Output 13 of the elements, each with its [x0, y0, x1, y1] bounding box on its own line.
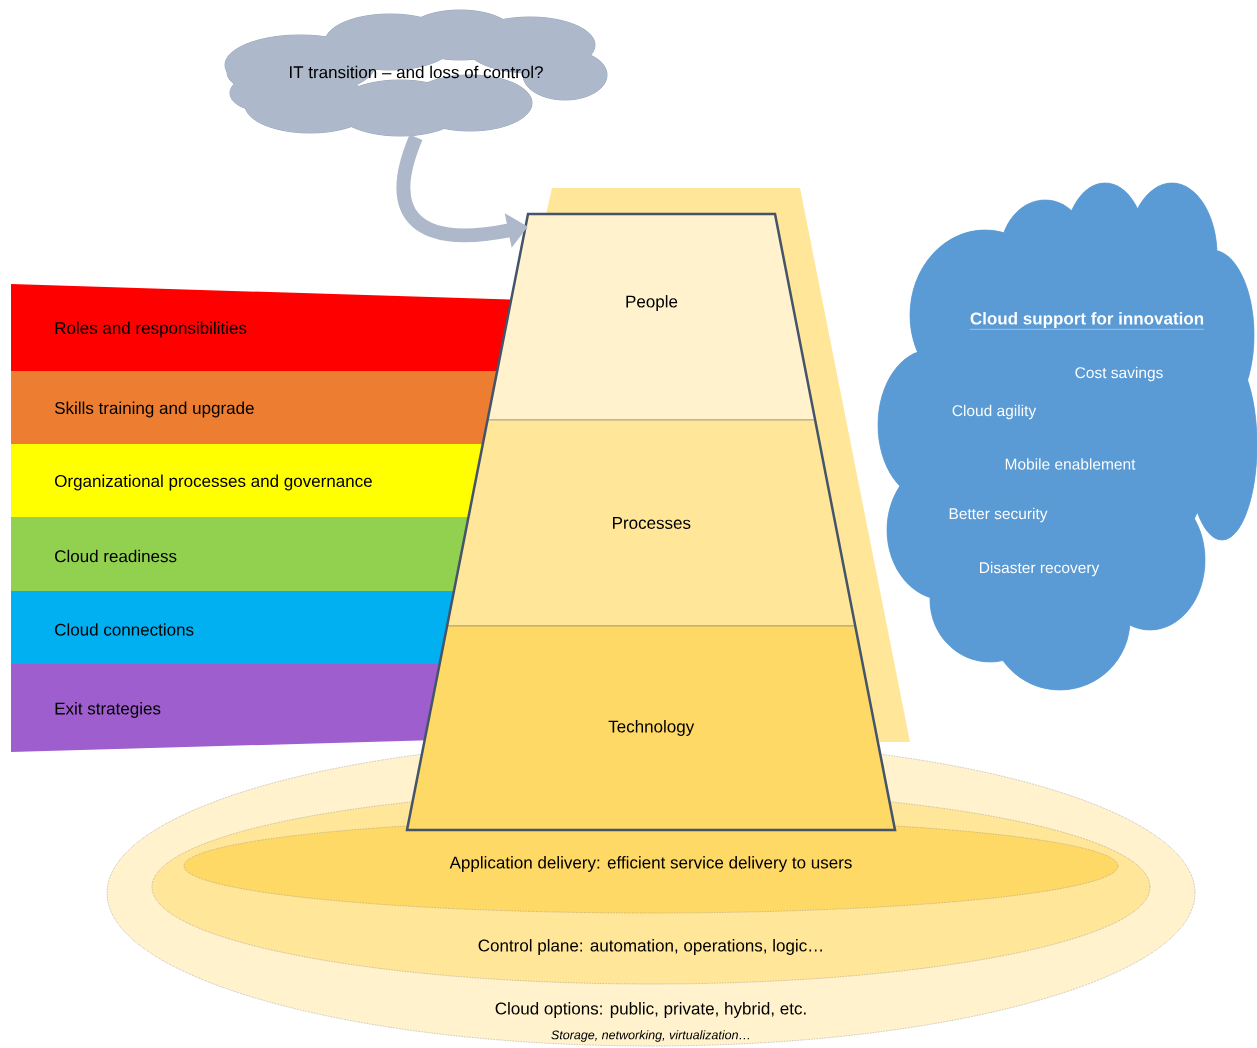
pyramid-layer: People	[487, 213, 816, 421]
pyramid-layer: Technology	[406, 625, 896, 831]
layer-label: Cloud options: public, private, hybrid, etc.	[495, 1002, 806, 1018]
color-band: Cloud readiness	[11, 517, 481, 591]
color-band: Skills training and upgrade	[11, 371, 510, 444]
layer-label: Control plane: automation, operations, logic…	[478, 939, 822, 955]
color-band: Exit strategies	[11, 664, 452, 752]
color-band: Organizational processes and governance	[11, 444, 495, 517]
layer-label: Storage, networking, virtualization…	[551, 1030, 750, 1042]
color-band: Cloud connections	[11, 591, 466, 664]
layer-label: Application delivery: efficient service delivery to users	[449, 856, 852, 872]
color-band: Roles and responsibilities	[11, 284, 524, 371]
cloud-text: IT transition – and loss of control?	[290, 65, 543, 79]
